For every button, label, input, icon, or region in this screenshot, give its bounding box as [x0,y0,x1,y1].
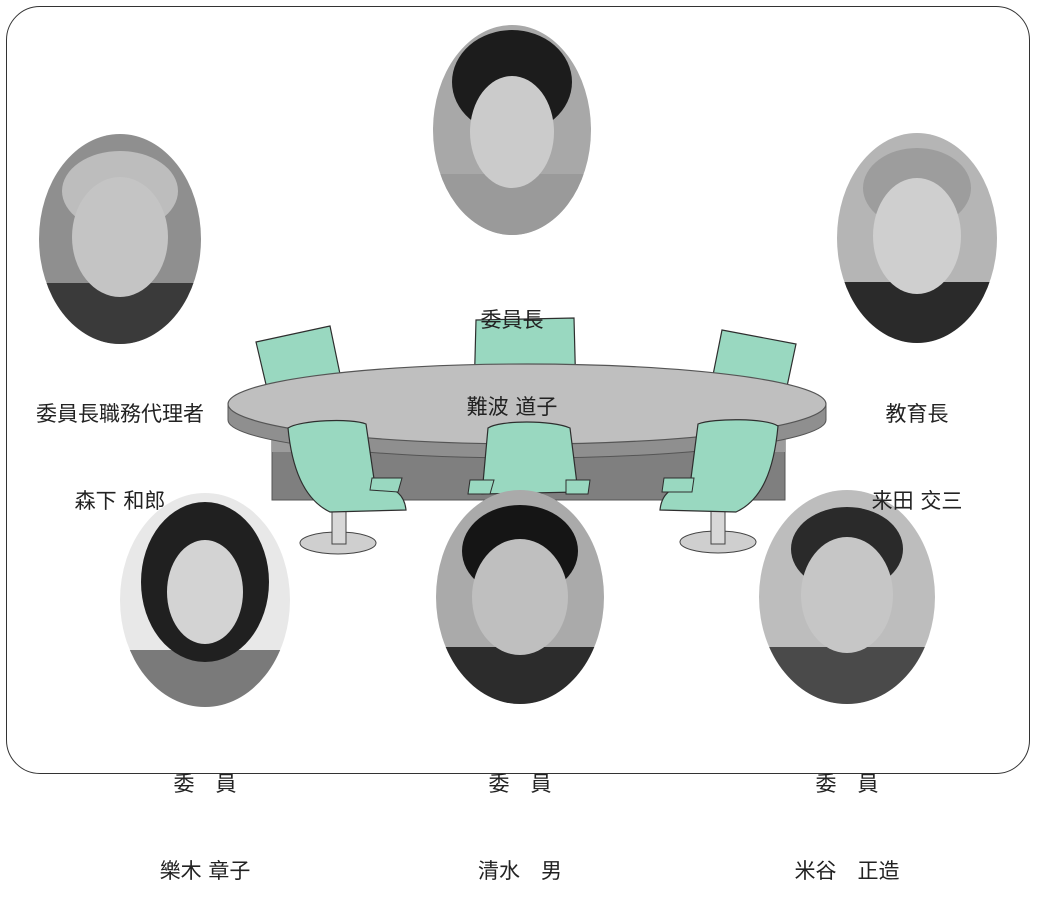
role-m2: 委 員 [488,772,552,796]
portrait-vice [39,134,201,344]
caption-edu: 教育長 来田 交三 [836,342,998,545]
conference-table-illustration [227,317,827,555]
role-chair: 委員長 [480,308,544,332]
page-frame [6,6,1030,774]
caption-m1: 委 員 樂木 章子 [119,712,291,915]
caption-chair: 委員長 難波 道子 [432,248,592,451]
role-vice: 委員長職務代理者 [36,402,204,426]
role-edu: 教育長 [885,402,949,426]
caption-m2: 委 員 清水 男 [435,712,605,915]
front-chair-center [467,421,591,495]
name-m3: 米谷 正造 [794,859,900,883]
role-m3: 委 員 [815,772,879,796]
caption-m3: 委 員 米谷 正造 [758,712,936,915]
name-chair: 難波 道子 [466,395,558,419]
name-m1: 樂木 章子 [159,859,251,883]
portrait-m3 [759,490,935,704]
portrait-m2 [436,490,604,704]
front-chair-right [659,419,779,554]
name-vice: 森下 和郎 [74,489,166,513]
portrait-chair [433,25,591,235]
caption-vice: 委員長職務代理者 森下 和郎 [20,342,220,545]
portrait-m1 [120,493,290,707]
front-chair-left [287,419,407,555]
name-m2: 清水 男 [478,859,562,883]
portrait-edu [837,133,997,343]
name-edu: 来田 交三 [871,489,963,513]
role-m1: 委 員 [173,772,237,796]
